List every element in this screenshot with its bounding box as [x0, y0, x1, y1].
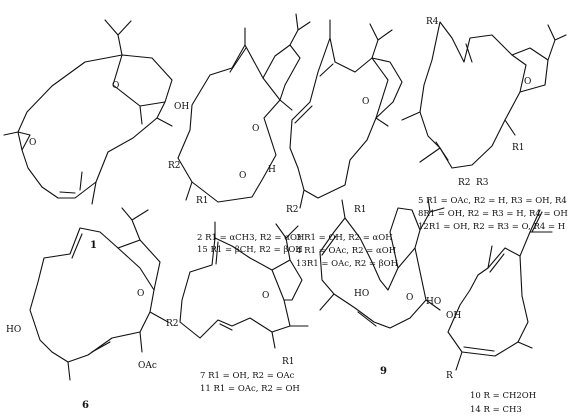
structure-5-double	[435, 43, 473, 161]
structure-7-double	[215, 241, 233, 331]
structure-6-atom-2: OAc	[138, 361, 157, 371]
structure-6-atom-0: O	[137, 289, 144, 299]
structure-9-ring	[319, 217, 427, 329]
structure-1-double	[59, 191, 76, 194]
structure-3-caption-0: 3 R1 = OH, R2 = αOH	[296, 233, 393, 243]
structure-6-isopropyl	[121, 207, 149, 241]
structure-2-atom-0: R2	[168, 161, 181, 171]
structure-3-caption-2: 13R1 = OAc, R2 = βOH	[296, 259, 398, 269]
structure-2-atom-2: O	[252, 124, 259, 134]
structure-6-substituents	[67, 311, 169, 381]
structure-1-isopropyl	[104, 19, 132, 56]
structure-10-caption-1: 14 R = CH3	[470, 405, 522, 415]
structure-5-caption-1: 8R1 = OH, R2 = R3 = H, R4 = OH	[418, 209, 568, 219]
structure-5-caption-2: 12R1 = OH, R2 = R3 = O, R4 = H	[418, 222, 565, 232]
structure-3-atom-0: O	[362, 97, 369, 107]
structure-3-caption-1: 4 R1 = OAc, R2 = αOH	[296, 246, 396, 256]
structure-7-thf	[271, 259, 303, 301]
structure-5-atom-4: R3	[476, 178, 489, 188]
structure-10-caption-0: 10 R = CH2OH	[470, 391, 536, 401]
structure-10-double	[463, 253, 505, 352]
structure-5-isopropyl	[547, 24, 567, 61]
structure-3-atom-1: R2	[286, 205, 299, 215]
structure-7-substituents	[214, 221, 309, 349]
structure-7-caption-0: 7 R1 = OH, R2 = OAc	[200, 371, 295, 381]
structure-9-number: 9	[380, 366, 387, 377]
structure-3-atom-2: R1	[354, 205, 367, 215]
structure-1-ring	[17, 54, 173, 199]
structure-1-substituents	[3, 105, 173, 205]
structure-5-atom-1: O	[524, 77, 531, 87]
structure-1-epoxide	[17, 131, 31, 151]
structure-10-atom-1: R	[446, 371, 453, 381]
structure-5-8-12: R4 O R1 R2 R3 5 R1 = OAc, R2 = H, R3 = O…	[401, 17, 568, 232]
structure-5-caption-0: 5 R1 = OAc, R2 = H, R3 = OH, R4 = H	[418, 196, 568, 206]
structure-6-number: 6	[82, 400, 89, 411]
structure-2-substituents	[185, 27, 293, 201]
structure-7-11: O R2 R1 7 R1 = OH, R2 = OAc 11 R1 = OAc,…	[166, 221, 309, 394]
structure-2-atom-4: H	[268, 165, 276, 175]
structure-6-atom-1: HO	[6, 325, 21, 335]
structure-2-caption-0: 2 R1 = αCH3, R2 = αOH	[197, 233, 304, 243]
structure-9: HO O OH 9	[319, 197, 461, 377]
structure-1-atom-0: O	[112, 81, 119, 91]
structure-7-atom-0: O	[262, 291, 269, 301]
structure-10-ring	[447, 247, 529, 357]
structure-2-atom-1: R1	[196, 196, 209, 206]
structure-6-double	[71, 233, 111, 353]
structure-1: O O OH 1	[3, 19, 189, 251]
structure-5-ring	[419, 21, 527, 169]
structure-5-atom-3: R2	[458, 178, 471, 188]
structure-10-substituents	[455, 245, 533, 371]
structure-9-double	[321, 235, 377, 327]
structure-10-atom-0: HO	[426, 297, 441, 307]
structure-3-4-13: O R2 R1 3 R1 = OH, R2 = αOH 4 R1 = OAc, …	[286, 19, 403, 269]
structure-7-isopropyl	[275, 223, 299, 261]
structure-2-caption-1: 15 R1 = βCH, R2 = βOH	[197, 245, 303, 255]
structure-5-atom-0: R4	[426, 17, 439, 27]
structure-3-isopropyl	[369, 23, 393, 59]
structure-1-atom-1: O	[29, 138, 36, 148]
structure-2-double	[229, 47, 247, 73]
structure-9-isopropyl	[419, 197, 445, 231]
structure-6-ring	[29, 227, 155, 363]
structure-1-number: 1	[90, 240, 97, 251]
structure-9-thf	[389, 207, 421, 269]
structure-1-atom-2: OH	[174, 102, 189, 112]
structure-3-thf	[371, 57, 403, 119]
structure-10-isopropenyl	[519, 209, 553, 257]
structure-9-substituents	[319, 199, 441, 311]
structure-2-thf	[262, 44, 301, 101]
structure-9-atom-2: OH	[446, 311, 461, 321]
structure-6-thf	[117, 239, 161, 291]
structure-10-14: HO R 10 R = CH2OH 14 R = CH3	[426, 209, 553, 415]
structure-2-ring	[177, 44, 281, 203]
structure-3-ring	[289, 37, 389, 199]
structure-3-double	[294, 63, 334, 124]
structure-7-caption-1: 11 R1 = OAc, R2 = OH	[200, 384, 300, 394]
structure-9-atom-1: O	[406, 293, 413, 303]
structure-3-substituents	[299, 19, 389, 209]
structure-1-thf	[112, 54, 166, 107]
structure-7-atom-2: R1	[282, 357, 295, 367]
structure-7-ring	[179, 237, 291, 339]
structure-6: O HO OAc 6	[6, 207, 169, 411]
structure-5-atom-2: R1	[512, 143, 525, 153]
structure-9-atom-0: HO	[354, 289, 369, 299]
structure-2-atom-3: O	[239, 171, 246, 181]
structure-2-isopropyl	[289, 13, 311, 46]
structure-2-15: R2 R1 O O H 2 R1 = αCH3, R2 = αOH 15 R1 …	[168, 13, 311, 255]
structure-5-substituents	[401, 111, 516, 163]
structure-7-atom-1: R2	[166, 319, 179, 329]
